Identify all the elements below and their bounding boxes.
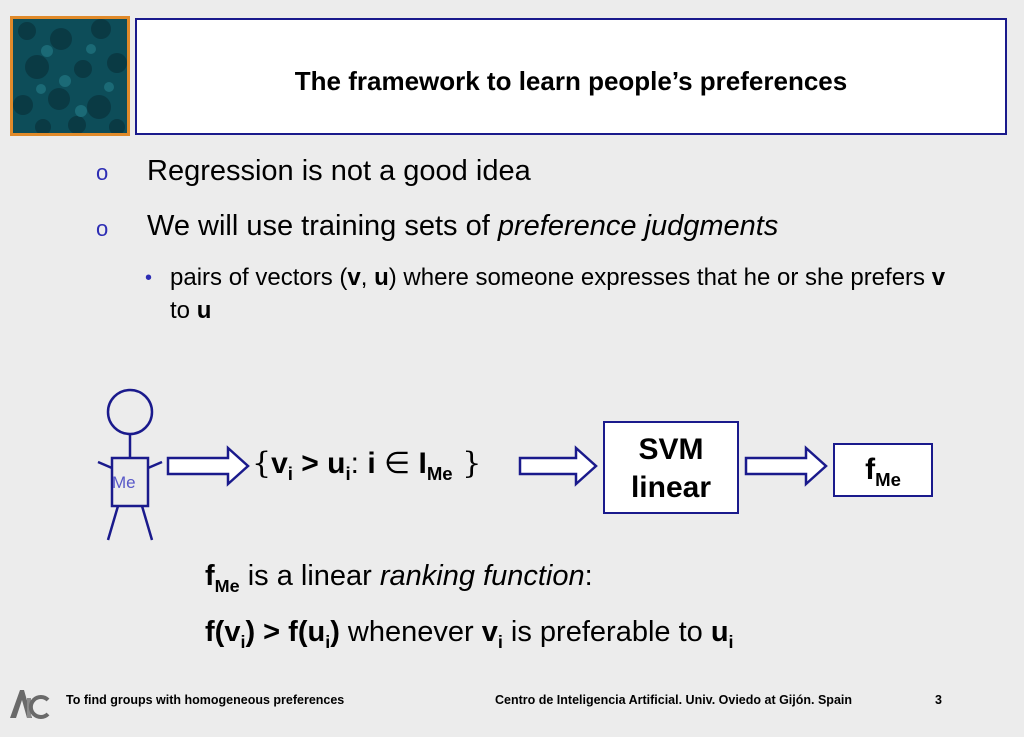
page-number: 3	[935, 693, 942, 707]
line2-sub-1: i	[240, 631, 246, 652]
bullet-text-2-italic: preference judgments	[497, 210, 779, 242]
header-logo-tile	[10, 16, 130, 136]
ranking-function-statement: fMe is a linear ranking function:	[205, 560, 593, 597]
line2-close: )	[330, 616, 340, 648]
sub-text-to: to	[170, 297, 197, 324]
diagram-graphics	[97, 388, 828, 541]
arrow-icon	[744, 445, 828, 487]
sub-text-comma: ,	[360, 264, 375, 291]
set-I: I	[418, 447, 427, 480]
slide-title: The framework to learn people’s preferen…	[294, 66, 848, 96]
footer-right-text: Centro de Inteligencia Artificial. Univ.…	[495, 693, 853, 707]
output-function-box: fMe	[833, 443, 933, 497]
line2-whenever: whenever	[339, 616, 482, 648]
arrow-icon	[166, 445, 250, 487]
set-sub-i-2: i	[345, 463, 351, 484]
set-open-brace: {	[252, 446, 272, 481]
output-f: f	[865, 453, 876, 486]
set-sub-i: i	[287, 463, 293, 484]
preference-set-expression: {vi > ui: i ∈ IMe }	[252, 446, 481, 485]
output-sub-Me: Me	[875, 469, 901, 490]
vector-v-2: v	[931, 264, 946, 291]
set-gt-u: > u	[292, 447, 346, 480]
title-box: The framework to learn people’s preferen…	[135, 18, 1007, 135]
sub-text-part1: pairs of vectors (	[170, 264, 348, 291]
sub-text-part2: ) where someone expresses that he or she…	[388, 264, 932, 291]
bullet-marker: o	[96, 160, 109, 185]
vector-u-2: u	[196, 297, 212, 324]
line2-mid: ) > f(u	[245, 616, 326, 648]
line2-v: v	[481, 616, 498, 648]
bullet-marker: o	[96, 216, 109, 241]
line1-plain: is a linear	[239, 560, 380, 592]
bullet-text-2-plain: We will use training sets of	[147, 210, 498, 242]
vector-u: u	[374, 264, 389, 291]
aic-logo-icon	[10, 690, 50, 719]
sub-bullet-marker: •	[145, 267, 153, 289]
set-v: v	[271, 447, 288, 480]
vector-v: v	[347, 264, 361, 291]
person-figure	[97, 388, 163, 541]
preference-condition-statement: f(vi) > f(ui) whenever vi is preferable …	[205, 616, 734, 653]
line2-sub-2: i	[325, 631, 331, 652]
arrow-icon	[518, 445, 598, 487]
set-element-of: ∈	[375, 447, 419, 480]
line2-sub-3: i	[497, 631, 503, 652]
person-label: Me	[112, 473, 136, 492]
bullet-text-2: We will use training sets of preference …	[147, 210, 778, 243]
pattern-graphic	[13, 19, 127, 133]
svm-linear-box: SVM linear	[603, 421, 739, 514]
set-sub-Me: Me	[426, 463, 453, 484]
line1-f: f	[205, 560, 215, 592]
svm-line2: linear	[630, 471, 712, 504]
line2-u: u	[710, 616, 729, 648]
sub-bullet-text: pairs of vectors (v, u) where someone ex…	[170, 261, 960, 327]
line2-pref: is preferable to	[502, 616, 711, 648]
set-i: i	[367, 447, 376, 480]
line2-sub-4: i	[728, 631, 734, 652]
svm-line1: SVM	[638, 433, 704, 466]
line1-colon: :	[584, 560, 593, 592]
set-close-brace: }	[452, 446, 482, 481]
line1-sub-Me: Me	[214, 575, 240, 596]
line1-italic: ranking function	[379, 560, 585, 592]
footer-left-text: To find groups with homogeneous preferen…	[66, 693, 345, 707]
line2-f-open: f(v	[205, 616, 241, 648]
bullet-text-1: Regression is not a good idea	[147, 155, 531, 187]
set-colon: :	[350, 447, 368, 480]
